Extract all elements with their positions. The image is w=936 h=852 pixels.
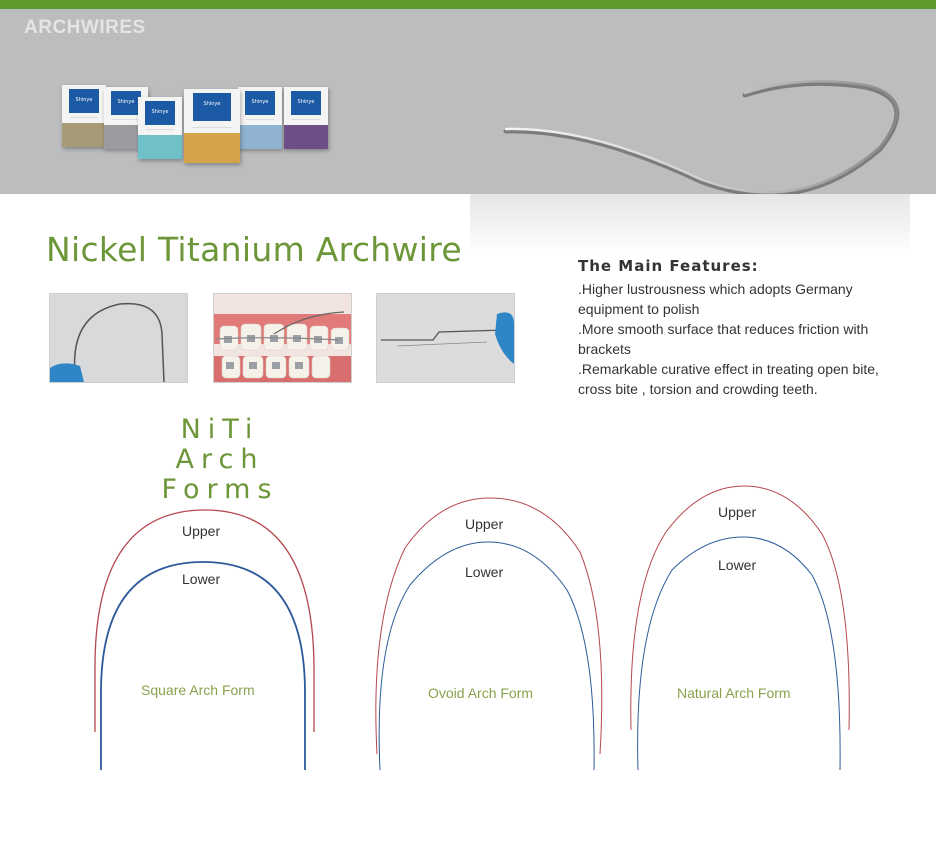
archwires-banner: ARCHWIRES Shinye Shinye Shinye Shinye Sh…: [0, 9, 936, 194]
product-package: Shinye: [138, 97, 182, 159]
ovoid-lower-wire: [378, 541, 595, 771]
ovoid-lower-label: Lower: [465, 564, 504, 580]
archwire-photo: [49, 293, 188, 383]
wire-hand-photo: [376, 293, 515, 383]
feature-item: .Higher lustrousness which adopts German…: [578, 281, 853, 317]
product-package: Shinye: [184, 89, 240, 163]
square-lower-wire: [100, 561, 306, 770]
product-package: Shinye: [62, 85, 106, 147]
product-package: Shinye: [238, 87, 282, 149]
feature-item: .Remarkable curative effect in treating …: [578, 361, 879, 397]
square-form-label: Square Arch Form: [141, 682, 255, 698]
archwire-illustration: [503, 80, 900, 194]
natural-upper-wire: [630, 485, 850, 731]
features-heading: The Main Features:: [578, 257, 759, 275]
natural-lower-wire: [637, 536, 841, 771]
square-lower-label: Lower: [182, 571, 221, 587]
square-upper-wire: [94, 509, 315, 732]
arch-forms-diagram: [94, 485, 850, 771]
ovoid-form-label: Ovoid Arch Form: [428, 685, 534, 701]
ovoid-upper-wire: [375, 497, 603, 755]
product-package: Shinye: [284, 87, 328, 149]
niti-arch-forms-heading: NiTi Arch Forms: [110, 415, 330, 505]
square-upper-label: Upper: [182, 523, 221, 539]
natural-lower-label: Lower: [718, 557, 757, 573]
feature-item: .More smooth surface that reduces fricti…: [578, 321, 869, 357]
banner-title: ARCHWIRES: [24, 17, 146, 38]
natural-form-label: Natural Arch Form: [677, 685, 791, 701]
top-accent-bar: [0, 0, 936, 9]
ovoid-upper-label: Upper: [465, 516, 504, 532]
main-features: The Main Features: .Higher lustrousness …: [578, 257, 898, 399]
niti-heading-line1: NiTi: [180, 414, 260, 445]
braces-photo: [213, 293, 352, 383]
page-title: Nickel Titanium Archwire: [46, 230, 462, 269]
banner-fade: [470, 194, 910, 254]
niti-heading-line2: Arch Forms: [161, 444, 279, 505]
natural-upper-label: Upper: [718, 504, 757, 520]
